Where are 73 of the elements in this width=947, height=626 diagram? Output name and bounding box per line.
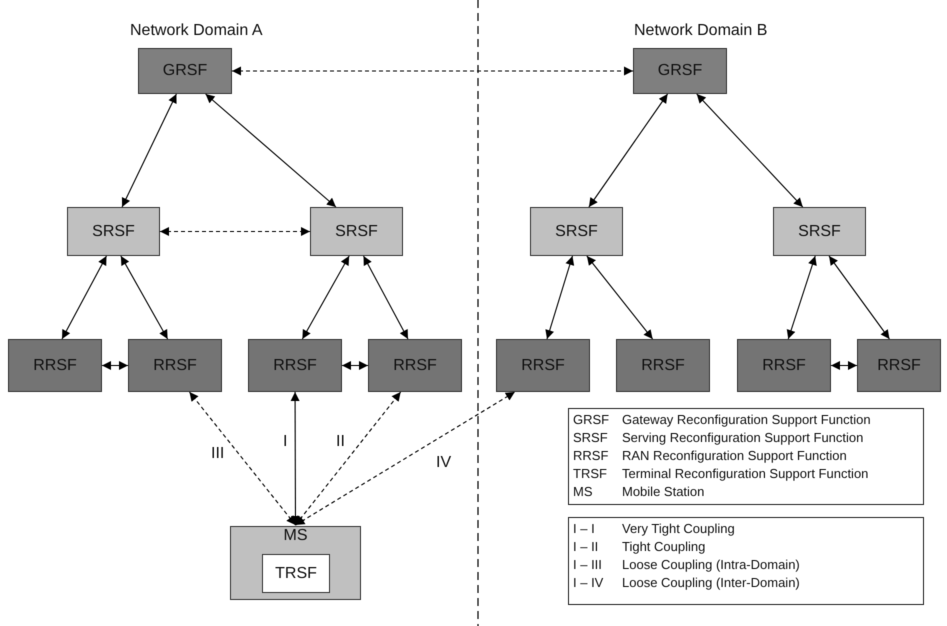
arrow: [545, 256, 574, 340]
dashed-arrow: [295, 392, 516, 526]
rrsf-box: [368, 339, 462, 392]
grsf-box: [138, 48, 232, 94]
table-description: Gateway Reconfiguration Support Function: [622, 412, 871, 427]
node-label: RRSF: [641, 356, 685, 374]
rrsf-box: [496, 339, 590, 392]
arrow: [588, 94, 668, 208]
srsf-box: [67, 207, 160, 256]
ms-box: [230, 526, 361, 600]
table-term: MS: [573, 484, 592, 499]
node-label: RRSF: [393, 356, 437, 374]
arrow: [828, 256, 890, 340]
table-description: Tight Coupling: [622, 539, 706, 554]
arrow: [363, 256, 408, 340]
arrow: [120, 256, 168, 340]
node-label: GRSF: [658, 62, 702, 80]
node-label: RRSF: [762, 356, 806, 374]
rrsf-box: [248, 339, 342, 392]
node-label: TRSF: [275, 564, 317, 582]
domain-title: Network Domain B: [634, 22, 768, 40]
srsf-box: [773, 207, 866, 256]
table-term: I – II: [573, 539, 598, 554]
dashed-arrow: [295, 392, 402, 526]
table-term: GRSF: [573, 412, 610, 427]
node-label: RRSF: [33, 356, 77, 374]
table-description: Serving Reconfiguration Support Function: [622, 430, 864, 445]
srsf-box: [310, 207, 403, 256]
node-label: SRSF: [335, 222, 378, 240]
arrow: [62, 256, 107, 340]
node-label: RRSF: [273, 356, 317, 374]
table-term: I – I: [573, 521, 595, 536]
table-term: TRSF: [573, 466, 607, 481]
node-label: RRSF: [521, 356, 565, 374]
table-term: I – IV: [573, 575, 604, 590]
table-description: Very Tight Coupling: [622, 521, 735, 536]
srsf-box: [530, 207, 623, 256]
rrsf-box: [616, 339, 710, 392]
arrow: [831, 361, 857, 370]
arrow: [342, 361, 368, 370]
node-label: SRSF: [555, 222, 598, 240]
rrsf-box: [737, 339, 831, 392]
arrow: [586, 256, 654, 340]
arrow: [290, 392, 300, 525]
node-label: SRSF: [92, 222, 135, 240]
table-description: Loose Coupling (Intra-Domain): [622, 557, 800, 572]
table-term: SRSF: [573, 430, 608, 445]
table-description: Loose Coupling (Inter-Domain): [622, 575, 800, 590]
table-description: RAN Reconfiguration Support Function: [622, 448, 847, 463]
table-term: RRSF: [573, 448, 608, 463]
trsf-box: [262, 554, 330, 593]
node-label: GRSF: [162, 62, 208, 80]
arrow: [122, 94, 177, 208]
dashed-arrow: [160, 227, 310, 236]
arrow: [786, 256, 817, 340]
table-description: Mobile Station: [622, 484, 704, 499]
node-label: RRSF: [877, 356, 921, 374]
node-label: SRSF: [798, 222, 841, 240]
dashed-arrow: [232, 66, 633, 76]
domain-title: Network Domain A: [130, 22, 262, 40]
arrow: [696, 94, 804, 208]
arrow: [205, 94, 336, 208]
table-term: I – III: [573, 557, 602, 572]
table-description: Terminal Reconfiguration Support Function: [622, 466, 868, 481]
rrsf-box: [857, 339, 941, 392]
node-label: MS: [284, 527, 308, 545]
grsf-box: [633, 48, 727, 94]
arrow: [102, 361, 128, 370]
node-label: RRSF: [153, 356, 197, 374]
arrow: [302, 256, 350, 340]
dashed-arrow: [189, 392, 296, 526]
rrsf-box: [128, 339, 222, 392]
rrsf-box: [8, 339, 102, 392]
